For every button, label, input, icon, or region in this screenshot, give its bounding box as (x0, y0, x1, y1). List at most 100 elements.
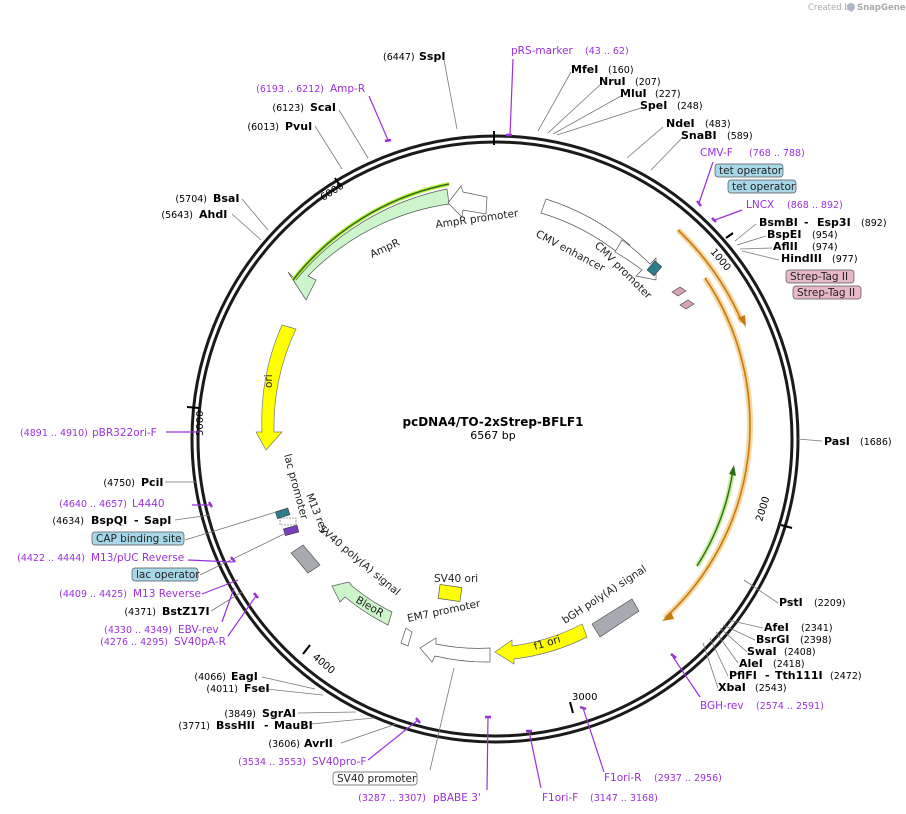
enzyme-bspei[interactable]: BspEI (954) (767, 228, 838, 241)
svg-text:(974): (974) (812, 242, 838, 253)
feature-green-arc[interactable] (694, 465, 736, 568)
enzyme-bstz17i[interactable]: (4371) BstZ17I (124, 605, 209, 618)
enzyme-bspqi[interactable]: (4634) BspQI - SapI (52, 514, 171, 527)
label-cap-binding-site[interactable]: CAP binding site (91, 531, 185, 546)
enzyme-pvui[interactable]: (6013) PvuI (247, 120, 312, 133)
svg-text:(954): (954) (812, 230, 838, 241)
enzyme-mfei[interactable]: MfeI (160) (571, 63, 634, 76)
enzyme-eagi[interactable]: (4066) EagI (194, 670, 258, 683)
enzyme-sspi[interactable]: (6447) SspI (383, 50, 445, 63)
enzyme-avrii[interactable]: (3606) AvrII (268, 737, 333, 750)
primer-cmv-f[interactable]: CMV-F (768 .. 788) (700, 147, 805, 159)
feature-f1-ori[interactable]: f1 ori (494, 623, 588, 665)
tet-operator-site[interactable] (646, 260, 663, 277)
primer-m13-reverse[interactable]: (4409 .. 4425) M13 Reverse (59, 588, 201, 600)
label-lac-operator[interactable]: lac operator (131, 567, 200, 582)
svg-text:SpeI: SpeI (640, 99, 667, 112)
primer-m13-puc-reverse[interactable]: (4422 .. 4444) M13/pUC Reverse (17, 552, 184, 564)
svg-text:(3287 .. 3307): (3287 .. 3307) (358, 793, 426, 804)
enzyme-ahdi[interactable]: (5643) AhdI (161, 208, 227, 221)
svg-text:SV40pA-R: SV40pA-R (174, 636, 226, 648)
svg-text:M13 Reverse: M13 Reverse (133, 588, 201, 600)
svg-text:CMV-F: CMV-F (700, 147, 733, 159)
svg-text:(4330 .. 4349): (4330 .. 4349) (104, 625, 172, 636)
sv40-polya-label: SV40 poly(A) signal (316, 523, 402, 598)
enzyme-bsmbi[interactable]: BsmBI - Esp3I (892) (759, 216, 887, 229)
svg-text:(4011): (4011) (206, 684, 238, 695)
primer-f1ori-r[interactable]: F1ori-R (2937 .. 2956) (604, 772, 722, 784)
svg-text:MluI: MluI (620, 87, 647, 100)
primer-prs-marker[interactable]: pRS-marker (43 .. 62) (511, 45, 629, 57)
svg-text:(768 .. 788): (768 .. 788) (749, 148, 805, 159)
enzyme-spei[interactable]: SpeI (248) (640, 99, 703, 112)
snapgene-logo-icon (847, 3, 855, 11)
enzyme-aflii[interactable]: AflII (974) (773, 240, 838, 253)
feature-sv40-ori[interactable]: SV40 ori (434, 573, 478, 602)
feature-ori[interactable]: ori (255, 324, 297, 451)
leader-lines (165, 59, 823, 771)
svg-text:(892): (892) (861, 218, 887, 229)
enzyme-fsei[interactable]: (4011) FseI (206, 682, 269, 695)
primer-bgh-rev[interactable]: BGH-rev (2574 .. 2591) (700, 700, 824, 712)
primer-sv40pa-r[interactable]: (4276 .. 4295) SV40pA-R (100, 636, 226, 648)
feature-orf-arcs[interactable] (662, 227, 753, 621)
primer-ebv-rev[interactable]: (4330 .. 4349) EBV-rev (104, 624, 219, 636)
svg-text:(6123): (6123) (272, 103, 304, 114)
feature-ampr[interactable]: AmpR (287, 182, 450, 301)
svg-text:AhdI: AhdI (199, 208, 227, 221)
enzyme-afei[interactable]: AfeI (2341) (764, 621, 833, 634)
enzyme-bsshii[interactable]: (3771) BssHII - MauBI (178, 719, 312, 732)
enzyme-bsai[interactable]: (5704) BsaI (175, 192, 239, 205)
svg-text:(589): (589) (727, 131, 753, 142)
label-strep-tag-2[interactable]: Strep-Tag II (792, 285, 862, 300)
enzyme-snabi[interactable]: SnaBI (589) (681, 129, 753, 142)
enzyme-hindiii[interactable]: HindIII (977) (781, 252, 858, 265)
label-sv40-promoter[interactable]: SV40 promoter (332, 771, 418, 786)
primer-lncx[interactable]: LNCX (868 .. 892) (746, 199, 843, 211)
feature-sv40-promoter[interactable] (419, 637, 491, 663)
label-tet-operator-2[interactable]: tet operator (727, 179, 797, 194)
enzyme-psti[interactable]: PstI (2209) (779, 596, 846, 609)
primer-pbr322ori-f[interactable]: (4891 .. 4910) pBR322ori-F (20, 427, 157, 439)
enzyme-pcii[interactable]: (4750) PciI (103, 476, 163, 489)
enzyme-mlui[interactable]: MluI (227) (620, 87, 681, 100)
svg-text:F1ori-F: F1ori-F (542, 792, 578, 804)
primer-f1ori-f[interactable]: F1ori-F (3147 .. 3168) (542, 792, 658, 804)
tick-5000: 5000 (195, 411, 206, 436)
svg-text:(6447): (6447) (383, 52, 415, 63)
label-strep-tag-1[interactable]: Strep-Tag II (785, 269, 855, 284)
svg-text:BsrGI: BsrGI (756, 633, 789, 646)
label-tet-operator-1[interactable]: tet operator (714, 163, 784, 178)
svg-text:(5643): (5643) (161, 210, 193, 221)
svg-text:-: - (134, 514, 139, 527)
svg-text:(4634): (4634) (52, 516, 84, 527)
svg-text:EagI: EagI (231, 670, 258, 683)
feature-bgh-polya[interactable]: bGH poly(A) signal (560, 563, 649, 638)
primer-amp-r[interactable]: (6193 .. 6212) Amp-R (256, 83, 365, 95)
strep-tag-site-2[interactable] (679, 299, 695, 310)
primer-markers (166, 58, 743, 791)
svg-text:(868 .. 892): (868 .. 892) (787, 200, 843, 211)
enzyme-ndei[interactable]: NdeI (483) (666, 117, 731, 130)
enzyme-sgrai[interactable]: (3849) SgrAI (224, 707, 295, 720)
enzyme-swai[interactable]: SwaI (2408) (747, 645, 816, 658)
enzyme-alei[interactable]: AleI (2418) (739, 657, 805, 670)
enzyme-pflfi[interactable]: PflFI - Tth111I (2472) (729, 669, 862, 682)
enzyme-bsrgi[interactable]: BsrGI (2398) (756, 633, 832, 646)
enzyme-scai[interactable]: (6123) ScaI (272, 101, 336, 114)
enzyme-xbai[interactable]: XbaI (2543) (718, 681, 787, 694)
feature-lac-sites[interactable] (274, 507, 300, 537)
primer-l4440[interactable]: (4640 .. 4657) L4440 (59, 498, 164, 510)
primer-sv40pro-f[interactable]: (3534 .. 3553) SV40pro-F (238, 756, 366, 768)
enzyme-pasi[interactable]: PasI (1686) (824, 435, 892, 448)
svg-text:SV40 promoter: SV40 promoter (337, 773, 417, 785)
feature-em7-promoter[interactable]: EM7 promoter (400, 598, 482, 647)
svg-text:(3147 .. 3168): (3147 .. 3168) (590, 793, 658, 804)
strep-tag-site-1[interactable] (671, 286, 687, 297)
primer-pbabe-3[interactable]: (3287 .. 3307) pBABE 3' (358, 792, 481, 804)
svg-text:pBABE 3': pBABE 3' (433, 792, 481, 804)
svg-text:BspEI: BspEI (767, 228, 801, 241)
svg-text:(2341): (2341) (801, 623, 833, 634)
enzyme-nrui[interactable]: NruI (207) (599, 75, 661, 88)
svg-text:Strep-Tag II: Strep-Tag II (797, 287, 855, 299)
